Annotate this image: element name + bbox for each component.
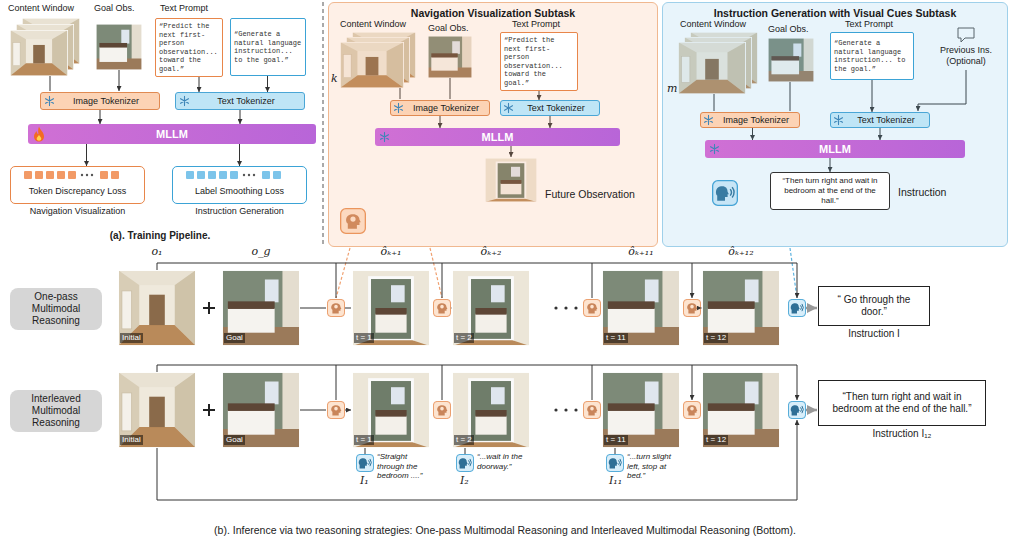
prompt-box: “Predict the next first-person observati… — [500, 32, 578, 91]
instruction-symbol: I₁ — [360, 474, 369, 487]
strategy-label: One-pass Multimodal Reasoning — [10, 288, 102, 330]
node-text: Interleaved Multimodal Reasoning — [13, 393, 99, 429]
prompt-box: “Generate a natural language instruction… — [230, 18, 306, 76]
section-label: Content Window — [8, 3, 74, 14]
instruction-symbol: I₁₁ — [609, 474, 622, 487]
tokenizer-box: Text Tokenizer — [830, 112, 930, 128]
section-label: Content Window — [340, 19, 406, 30]
window-size: m — [667, 82, 677, 95]
node-caption: Instruction I — [848, 328, 900, 340]
section-label: Goal Obs. — [94, 3, 135, 14]
section-label: Text Prompt — [512, 19, 560, 30]
figure-caption: (b). Inference via two reasoning strateg… — [0, 524, 1010, 537]
connector-arrow — [100, 110, 101, 124]
window-size: k — [331, 72, 338, 85]
speech-text: “...turn slight left, stop at bed.” — [627, 452, 683, 481]
frame-tag: Goal — [224, 333, 245, 343]
node-text: “Then turn right and wait in bedroom at … — [825, 391, 979, 415]
frame-tag: t = 11 — [604, 333, 628, 343]
node-text: Image Tokenizer — [413, 103, 479, 114]
prompt-box: “Predict the next first-person observati… — [155, 18, 223, 77]
speech-text: “...wait in the doorway.” — [477, 452, 533, 471]
node-text: “Predict the next first-person observati… — [159, 22, 219, 73]
connector-arrow — [239, 144, 240, 166]
section-label: Text Prompt — [845, 19, 893, 30]
section-label: Previous Ins. (Optional) — [930, 45, 1002, 67]
section-label: Content Window — [680, 19, 746, 30]
node-text: “Generate a natural language instruction… — [234, 30, 302, 64]
observation-symbol: o₁ — [151, 245, 162, 258]
node-caption: Instruction Generation — [195, 206, 284, 217]
frame-tag: Initial — [120, 435, 143, 445]
frame-tag: t = 12 — [704, 333, 728, 343]
instruction-box: “ Go through the door.”Instruction I — [818, 286, 930, 326]
tokenizer-box: Image Tokenizer — [700, 112, 800, 128]
output-box: “Then turn right and wait in bedroom at … — [770, 172, 890, 210]
frame-tag: t = 11 — [604, 435, 628, 445]
frame-tag: t = 2 — [454, 333, 474, 343]
node-text: Text Tokenizer — [217, 96, 274, 107]
node-text: One-pass Multimodal Reasoning — [13, 291, 99, 327]
connector-arrow — [267, 76, 268, 92]
section-label: Goal Obs. — [428, 23, 469, 34]
frame-tag: Goal — [224, 435, 245, 445]
tokenizer-box: Image Tokenizer — [40, 92, 160, 110]
observation-symbol: ôₖ₊₁ — [381, 245, 402, 258]
tokenizer-box: Text Tokenizer — [500, 100, 600, 116]
subfigure-label: (a). Training Pipeline. — [110, 230, 211, 241]
strategy-label: Interleaved Multimodal Reasoning — [10, 390, 102, 432]
node-text: “Predict the next first-person observati… — [504, 36, 574, 87]
node-caption: Navigation Visualization — [30, 206, 125, 217]
loss-box: Token Discrepancy LossNavigation Visuali… — [10, 166, 145, 204]
frame-tag: t = 12 — [704, 435, 728, 445]
mllm-bar: MLLM — [375, 128, 620, 146]
node-text: “Then turn right and wait in bedroom at … — [775, 176, 885, 206]
node-text: Instruction Generation with Visual Cues … — [714, 7, 957, 20]
node-text: MLLM — [819, 143, 851, 156]
tokenizer-box: Text Tokenizer — [175, 92, 305, 110]
node-text: Navigation Visualization Subtask — [411, 7, 575, 20]
mllm-bar: MLLM — [705, 140, 965, 158]
node-text: “ Go through the door.” — [825, 294, 923, 318]
section-label: Text Prompt — [160, 3, 208, 14]
node-text: Text Tokenizer — [527, 103, 584, 114]
node-caption: Instruction I₁₂ — [873, 428, 932, 440]
node-text: MLLM — [156, 128, 188, 141]
instruction-symbol: I₂ — [460, 474, 469, 487]
subtask-panel: Navigation Visualization Subtask “Predict… — [328, 2, 658, 247]
mllm-bar: MLLM — [28, 124, 316, 144]
prompt-box: “Generate a natural language instruction… — [830, 32, 914, 80]
speech-text: “Straight through the bedroom ....” — [377, 452, 433, 481]
subtask-panel: Instruction Generation with Visual Cues … — [662, 2, 1008, 247]
connector-arrow — [86, 144, 87, 166]
frame-tag: t = 1 — [354, 333, 374, 343]
node-text: Token Discrepancy Loss — [29, 186, 127, 197]
node-text: Text Tokenizer — [857, 115, 914, 126]
node-text: Image Tokenizer — [73, 96, 139, 107]
connector-arrow — [240, 110, 241, 124]
observation-symbol: ôₖ₊₁₁ — [628, 245, 653, 258]
node-text: Image Tokenizer — [723, 115, 789, 126]
output-label: Instruction — [898, 186, 946, 199]
node-text: “Generate a natural language instruction… — [834, 39, 910, 73]
instruction-box: “Then turn right and wait in bedroom at … — [818, 380, 986, 426]
observation-symbol: ôₖ₊₁₂ — [728, 245, 753, 258]
connector-arrow — [199, 77, 200, 92]
frame-tag: t = 1 — [354, 435, 374, 445]
section-label: Goal Obs. — [768, 24, 809, 35]
output-label: Future Observation — [545, 188, 635, 201]
loss-box: Label Smoothing LossInstruction Generati… — [172, 166, 307, 204]
node-text: MLLM — [482, 131, 514, 144]
observation-symbol: o_g — [251, 245, 270, 258]
tokenizer-box: Image Tokenizer — [390, 100, 490, 116]
node-text: Label Smoothing Loss — [195, 186, 284, 197]
observation-symbol: ôₖ₊₂ — [481, 245, 502, 258]
frame-tag: t = 2 — [454, 435, 474, 445]
frame-tag: Initial — [120, 333, 143, 343]
